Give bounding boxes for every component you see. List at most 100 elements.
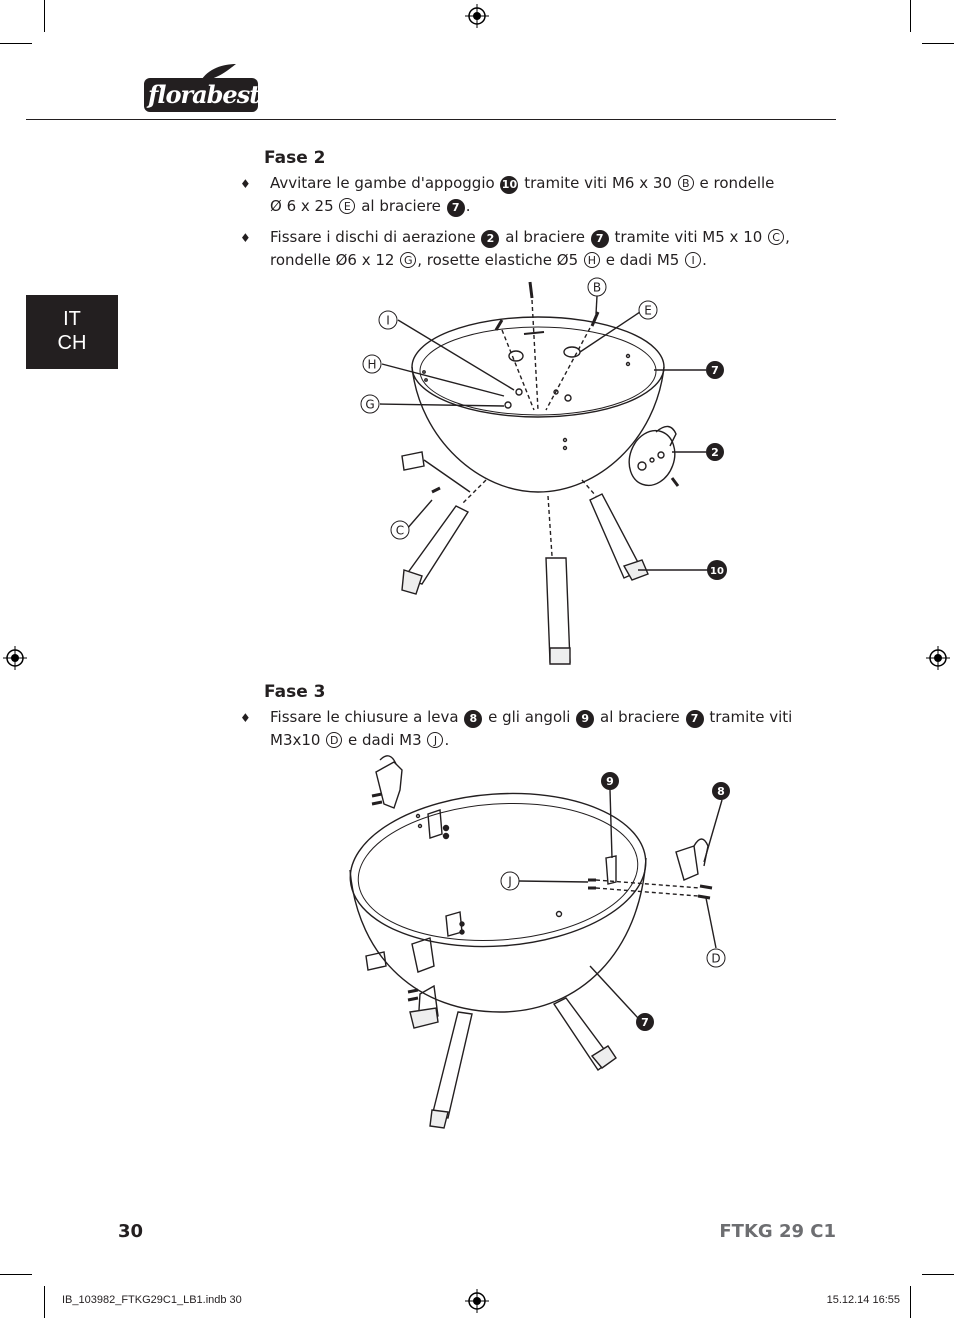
text: . bbox=[702, 251, 707, 269]
part-ref-b: B bbox=[677, 175, 694, 191]
language-tab: IT CH bbox=[26, 295, 118, 369]
part-ref-g: G bbox=[400, 252, 417, 268]
callout-h-label: H bbox=[367, 358, 376, 372]
part-ref-e: E bbox=[339, 198, 356, 214]
callout-g: G bbox=[360, 394, 380, 414]
callout-7: 7 bbox=[706, 361, 724, 379]
callout-j: J bbox=[500, 871, 520, 891]
callout-b-label: B bbox=[593, 281, 601, 295]
lever-latch-left bbox=[411, 937, 435, 973]
callout-9-label: 9 bbox=[606, 775, 614, 788]
registration-mark-icon bbox=[465, 4, 489, 28]
bowl-rim bbox=[349, 792, 647, 948]
crop-mark bbox=[0, 1274, 32, 1275]
callout-c-label: C bbox=[396, 524, 404, 538]
text: e gli angoli bbox=[488, 708, 571, 726]
phase3-title: Fase 3 bbox=[264, 682, 326, 702]
text: Fissare i dischi di aerazione bbox=[270, 228, 476, 246]
phase2-bullet-1: ♦ Avvitare le gambe d'appoggio 10 tramit… bbox=[240, 172, 780, 218]
registration-mark-icon bbox=[926, 646, 950, 670]
text: Fissare le chiusure a leva bbox=[270, 708, 459, 726]
part-ref-9: 9 bbox=[576, 710, 595, 728]
bullet-diamond-icon: ♦ bbox=[240, 177, 251, 191]
callout-d: D bbox=[706, 948, 726, 968]
text: e dadi M5 bbox=[605, 251, 680, 269]
text: M3x10 bbox=[270, 731, 321, 749]
callout-i: I bbox=[378, 310, 398, 330]
print-datetime: 15.12.14 16:55 bbox=[826, 1294, 900, 1306]
bowl-inner-rim bbox=[357, 802, 639, 942]
callout-8: 8 bbox=[712, 782, 730, 800]
part-ref-7: 7 bbox=[590, 230, 609, 248]
text: tramite viti bbox=[709, 708, 793, 726]
callout-2-label: 2 bbox=[711, 446, 719, 459]
part-ref-8: 8 bbox=[464, 710, 483, 728]
corner-top bbox=[427, 809, 443, 839]
text: , bbox=[785, 228, 790, 246]
part-ref-7: 7 bbox=[446, 199, 465, 217]
text: rondelle Ø6 x 12 bbox=[270, 251, 395, 269]
callout-7-label: 7 bbox=[641, 1016, 649, 1029]
part-ref-2: 2 bbox=[481, 230, 500, 248]
callout-b: B bbox=[587, 277, 607, 297]
bowl-inner-rim bbox=[419, 326, 657, 416]
callout-7-label: 7 bbox=[711, 364, 719, 377]
phase2-bullet-2: ♦ Fissare i dischi di aerazione 2 al bra… bbox=[240, 226, 800, 272]
phase3-assembly-figure: J D 9 8 7 bbox=[349, 755, 730, 1129]
callout-c: C bbox=[390, 520, 410, 540]
logo-text: florabest bbox=[148, 80, 260, 109]
header-rule bbox=[26, 119, 836, 120]
bowl-body bbox=[349, 857, 647, 1013]
bullet-diamond-icon: ♦ bbox=[240, 231, 251, 245]
leaf-icon bbox=[200, 64, 236, 82]
callout-2: 2 bbox=[706, 443, 724, 461]
registration-mark-icon bbox=[465, 1289, 489, 1313]
language-code-it: IT bbox=[63, 308, 81, 330]
text: . bbox=[465, 197, 471, 215]
callout-7: 7 bbox=[636, 1013, 654, 1031]
part-ref-7: 7 bbox=[685, 710, 704, 728]
text: Ø 6 x 25 bbox=[270, 197, 334, 215]
crop-mark bbox=[0, 43, 32, 44]
brand-logo: florabest ® bbox=[144, 62, 260, 112]
crop-mark bbox=[922, 1274, 954, 1275]
text: . bbox=[444, 731, 450, 749]
text: e rondelle bbox=[699, 174, 775, 192]
leg-front bbox=[431, 1011, 473, 1119]
callout-10-label: 10 bbox=[710, 566, 724, 577]
language-code-ch: CH bbox=[57, 332, 87, 354]
callout-d-label: D bbox=[711, 952, 720, 966]
callout-g-label: G bbox=[365, 398, 374, 412]
text: , rosette elastiche Ø5 bbox=[417, 251, 579, 269]
leg-left bbox=[402, 505, 470, 585]
part-ref-10: 10 bbox=[500, 176, 519, 194]
phase3-bullet-1: ♦ Fissare le chiusure a leva 8 e gli ang… bbox=[240, 706, 800, 752]
lever-latch-right bbox=[675, 845, 699, 881]
part-ref-h: H bbox=[583, 252, 600, 268]
leg-back bbox=[545, 557, 571, 663]
lever-latch-top bbox=[375, 761, 403, 809]
text: al braciere bbox=[361, 197, 441, 215]
text: al braciere bbox=[505, 228, 585, 246]
text: tramite viti M5 x 10 bbox=[614, 228, 763, 246]
vent-disc bbox=[628, 429, 676, 487]
callout-h: H bbox=[362, 354, 382, 374]
corner-right bbox=[605, 855, 617, 885]
callout-8-label: 8 bbox=[717, 785, 725, 798]
text: e dadi M3 bbox=[348, 731, 422, 749]
crop-mark bbox=[44, 1286, 45, 1318]
part-ref-d: D bbox=[326, 732, 343, 748]
callout-i-label: I bbox=[386, 314, 390, 328]
registered-mark: ® bbox=[250, 78, 257, 86]
logo-box bbox=[144, 78, 258, 112]
part-ref-j: J bbox=[427, 732, 444, 748]
handle bbox=[365, 951, 387, 971]
registration-mark-icon bbox=[3, 646, 27, 670]
vent-handle bbox=[655, 425, 677, 447]
print-file-info: IB_103982_FTKG29C1_LB1.indb 30 bbox=[62, 1294, 242, 1306]
model-number: FTKG 29 C1 bbox=[719, 1221, 836, 1242]
callout-9: 9 bbox=[601, 772, 619, 790]
callout-e: E bbox=[638, 300, 658, 320]
callout-j-label: J bbox=[507, 875, 512, 889]
bullet-diamond-icon: ♦ bbox=[240, 711, 251, 725]
